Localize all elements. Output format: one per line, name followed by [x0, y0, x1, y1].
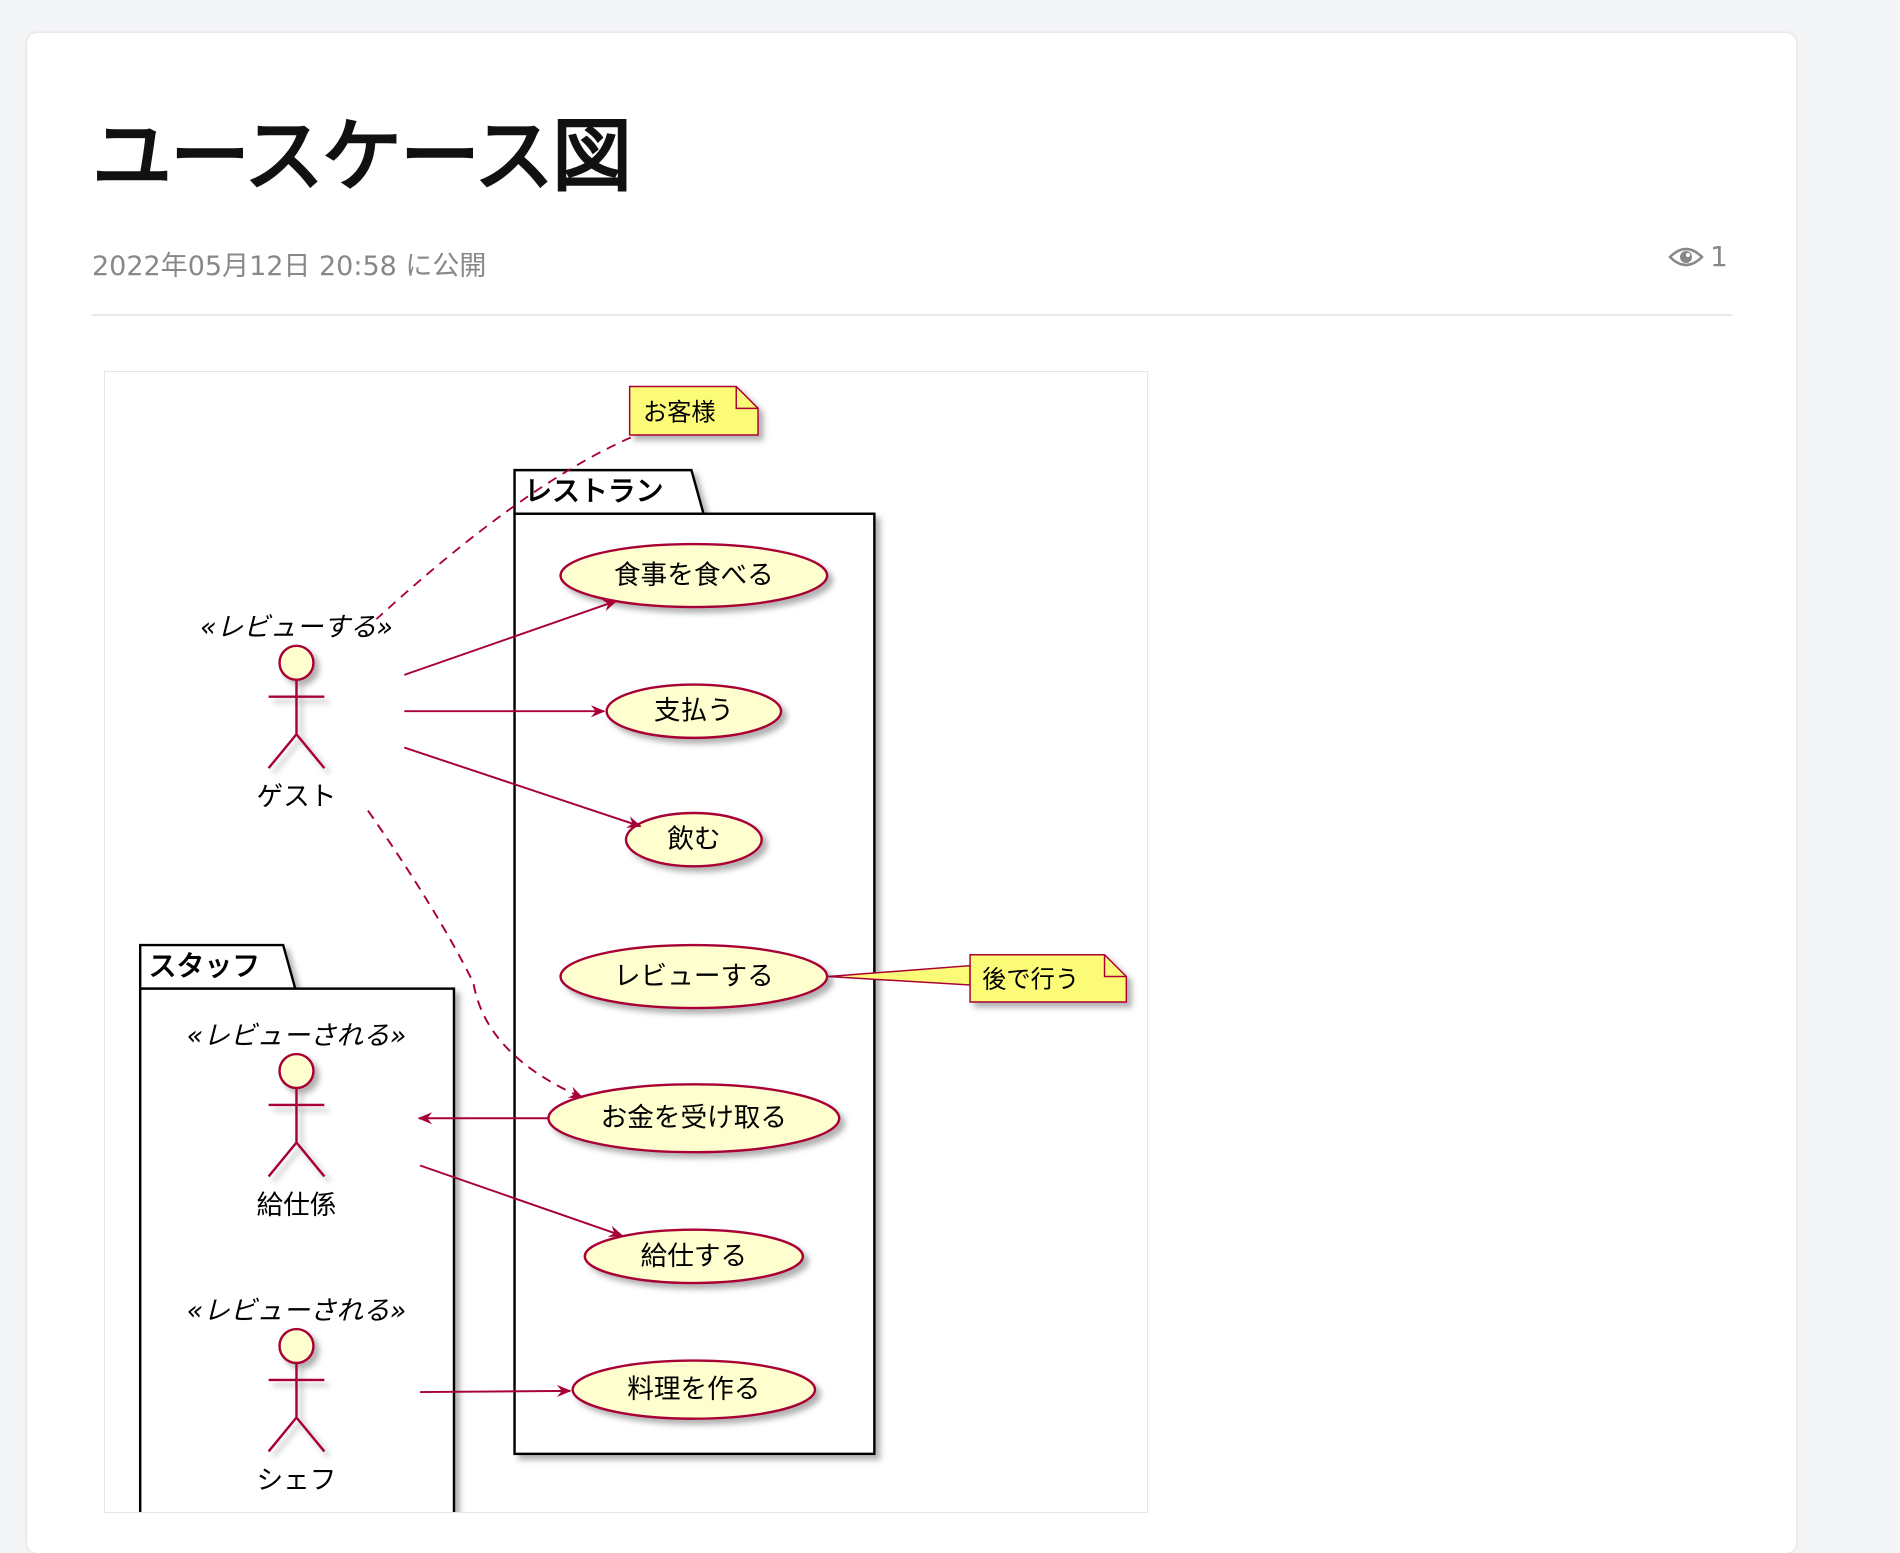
usecase-drink-label: 飲む	[667, 824, 720, 855]
usecase-eat	[559, 542, 829, 609]
arrow-guest-drink	[403, 746, 642, 828]
arrow-guest-eat	[403, 599, 618, 676]
arrow-waiter-serve	[419, 1164, 624, 1238]
usecase-diagram: レストラン スタッフ お客様 後で行う 食事を食べる 支払う 飲む レビューする…	[104, 371, 1148, 1548]
eye-icon	[1668, 247, 1704, 266]
usecase-receive-money-label: お金を受け取る	[601, 1103, 788, 1134]
actor-chef-stereotype: «レビューされる»	[187, 1295, 406, 1326]
note-later	[969, 953, 1128, 1003]
usecase-review	[559, 943, 829, 1010]
usecase-pay-label: 支払う	[654, 696, 734, 727]
note-later-text: 後で行う	[982, 965, 1079, 993]
package-staff-label: スタッフ	[149, 949, 260, 982]
actor-chef	[267, 1327, 326, 1453]
usecase-cook	[571, 1359, 817, 1420]
arrow-chef-cook	[420, 1384, 572, 1398]
actor-waiter	[267, 1052, 326, 1178]
diagram-canvas: レストラン スタッフ お客様 後で行う 食事を食べる 支払う 飲む レビューする…	[138, 385, 1128, 1548]
usecase-serve	[583, 1228, 805, 1285]
usecase-review-label: レビューする	[614, 961, 774, 992]
usecase-cook-label: 料理を作る	[627, 1374, 760, 1405]
actor-chef-label: シェフ	[257, 1465, 337, 1496]
view-count: 1	[1668, 240, 1728, 273]
package-restaurant-label: レストラン	[524, 474, 663, 507]
note-link-customer	[375, 436, 632, 620]
note-customer-text: お客様	[643, 398, 716, 426]
usecase-eat-label: 食事を食べる	[614, 560, 774, 591]
actor-guest	[267, 644, 326, 769]
published-date: 2022年05月12日 20:58 に公開	[92, 251, 487, 282]
view-count-value: 1	[1710, 240, 1728, 273]
actor-guest-stereotype: «レビューする»	[200, 612, 393, 643]
arrow-guest-receive-money	[367, 810, 584, 1099]
usecase-serve-label: 給仕する	[641, 1241, 748, 1272]
actor-waiter-stereotype: «レビューされる»	[187, 1020, 406, 1051]
divider	[92, 314, 1732, 316]
usecase-drink	[624, 811, 763, 868]
note-customer	[628, 385, 759, 436]
actor-waiter-label: 給仕係	[257, 1190, 337, 1221]
actor-guest-label: ゲスト	[257, 782, 337, 813]
usecase-pay	[605, 683, 783, 740]
page-title: ユースケース図	[92, 110, 632, 203]
